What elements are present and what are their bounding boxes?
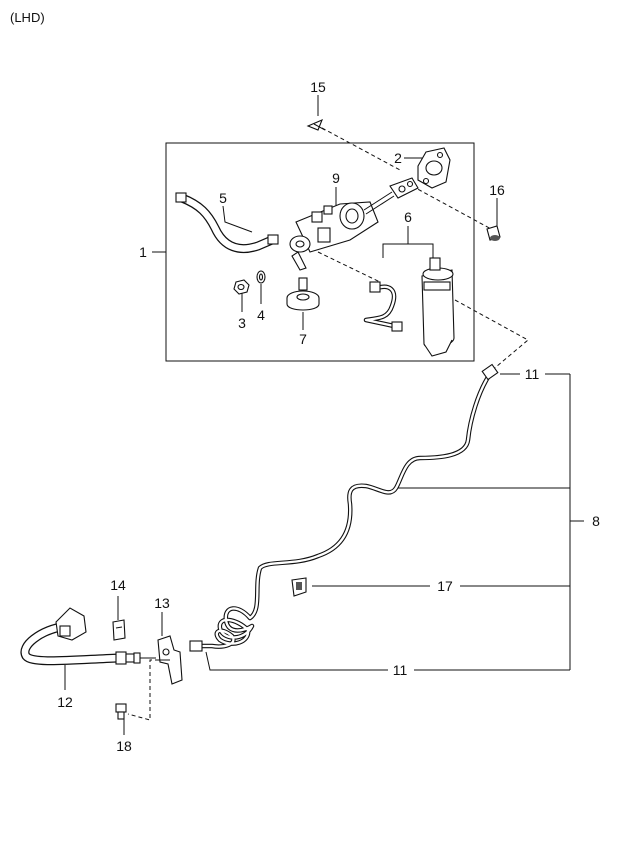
callouts: 1 2 3 4 5 6 7 8 9 11 11 12 13 14 15 16 1… [57, 79, 600, 754]
drive-variant-label: (LHD) [10, 10, 45, 25]
callout-11-lower: 11 [393, 662, 408, 678]
callout-12: 12 [57, 694, 73, 710]
callout-9: 9 [332, 170, 340, 186]
clutch-hose-part [20, 607, 156, 666]
callout-4: 4 [257, 307, 265, 323]
callout-15: 15 [310, 79, 326, 95]
callout-5: 5 [219, 190, 227, 206]
reservoir-cap-part [286, 277, 320, 311]
gasket-part [417, 147, 451, 189]
callout-17: 17 [437, 578, 453, 594]
callout-8: 8 [592, 513, 600, 529]
hose-clip-part [112, 619, 126, 641]
clutch-pipe-part [195, 371, 493, 649]
callout-14: 14 [110, 577, 126, 593]
bolt-part [115, 703, 127, 720]
master-cylinder-part [289, 177, 419, 271]
callout-13: 13 [154, 595, 170, 611]
washer-part [256, 270, 266, 284]
reservoir-hose-part [175, 192, 279, 254]
leader-lines [64, 95, 584, 735]
callout-2: 2 [394, 150, 402, 166]
callout-1: 1 [139, 244, 147, 260]
callout-16: 16 [489, 182, 505, 198]
callout-18: 18 [116, 738, 132, 754]
flare-nut-upper-part [481, 363, 499, 381]
hose-bracket-part [156, 635, 183, 685]
nut-part [233, 279, 250, 295]
bush-part [486, 225, 501, 241]
pipe-clip-part [291, 577, 307, 597]
callout-7: 7 [299, 331, 307, 347]
callout-6: 6 [404, 209, 412, 225]
callout-11-upper: 11 [525, 366, 540, 382]
alignment-dashes [127, 127, 529, 721]
clip-pin-part [306, 118, 326, 131]
flare-nut-lower-part [189, 640, 203, 652]
reservoir-tank-part [363, 257, 455, 357]
callout-3: 3 [238, 315, 246, 331]
